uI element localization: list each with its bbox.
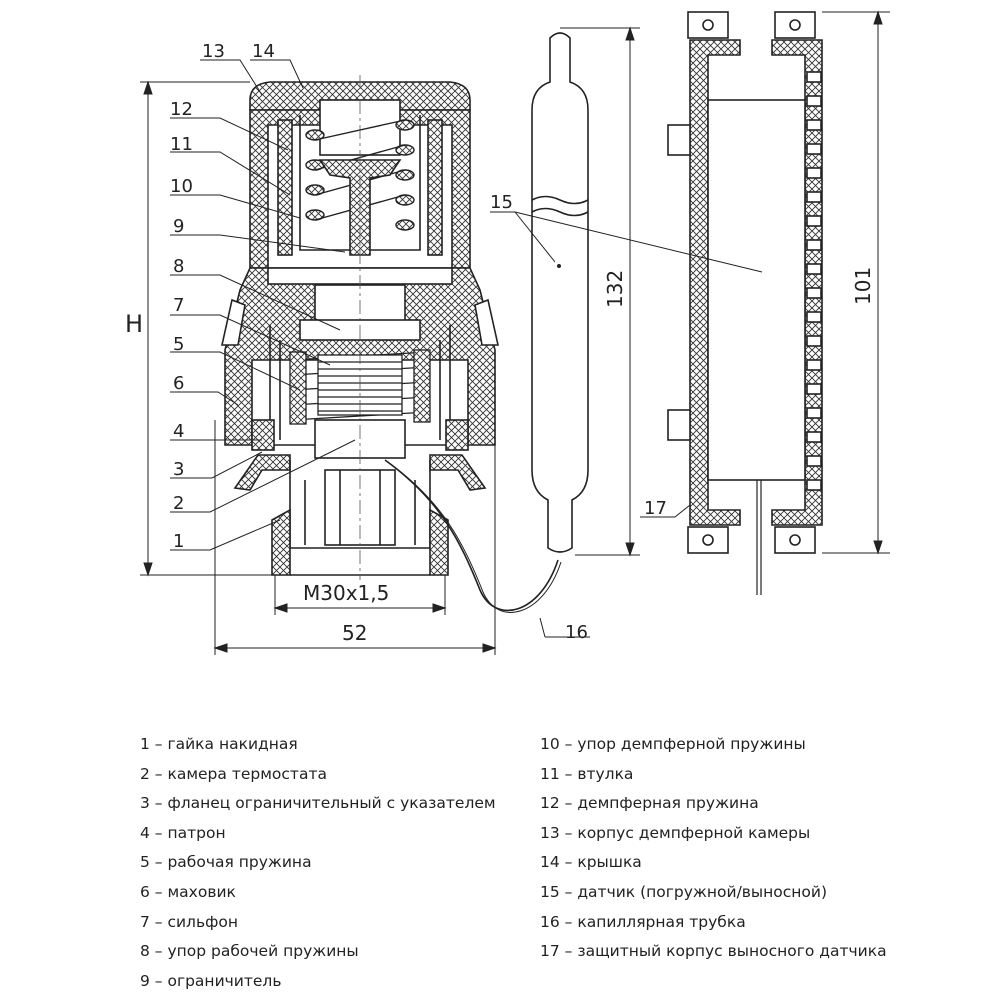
bushing-left-wall bbox=[277, 119, 293, 256]
legend-item: 1 – гайка накидная bbox=[140, 735, 298, 753]
legend-left-column: 1 – гайка накидная 2 – камера термостата… bbox=[140, 730, 496, 996]
width-label: 52 bbox=[342, 621, 367, 645]
leader-lines bbox=[170, 59, 763, 638]
legend-item: 13 – корпус демпферной камеры bbox=[540, 823, 811, 842]
callout-1: 1 bbox=[173, 531, 184, 552]
legend-item: 14 – крышка bbox=[540, 853, 642, 872]
legend-item: 4 – патрон bbox=[140, 823, 226, 842]
remote-sensor-housing bbox=[667, 11, 823, 595]
legend-item: 17 – защитный корпус выносного датчика bbox=[540, 942, 887, 961]
callout-2: 2 bbox=[173, 493, 184, 514]
limiting-flange bbox=[233, 454, 291, 491]
height-label: H bbox=[125, 310, 143, 338]
callout-8: 8 bbox=[173, 256, 184, 277]
legend-item: 7 – сильфон bbox=[140, 912, 238, 931]
legend-item: 11 – втулка bbox=[540, 764, 634, 783]
legend-item: 5 – рабочая пружина bbox=[140, 853, 312, 872]
legend-item: 9 – ограничитель bbox=[140, 971, 282, 990]
thermostat-drawing: 13 14 12 11 10 9 8 7 5 6 4 3 2 1 15 16 1… bbox=[125, 10, 890, 655]
legend-item: 12 – демпферная пружина bbox=[540, 794, 759, 813]
callout-4: 4 bbox=[173, 421, 184, 442]
legend: 1 – гайка накидная 2 – камера термостата… bbox=[0, 720, 1000, 990]
callout-9: 9 bbox=[173, 216, 184, 237]
callout-10: 10 bbox=[170, 176, 193, 197]
housing-length-label: 101 bbox=[851, 267, 875, 305]
legend-item: 16 – капиллярная трубка bbox=[540, 912, 746, 931]
probe-length-label: 132 bbox=[603, 270, 627, 308]
callout-12: 12 bbox=[170, 99, 193, 120]
callout-11: 11 bbox=[170, 134, 193, 155]
callout-14: 14 bbox=[252, 41, 275, 62]
legend-item: 10 – упор демпферной пружины bbox=[540, 735, 806, 753]
callout-15: 15 bbox=[490, 192, 513, 213]
callout-5: 5 bbox=[173, 334, 184, 355]
callout-13: 13 bbox=[202, 41, 225, 62]
damper-spring bbox=[305, 119, 415, 231]
capillary-tube bbox=[384, 459, 559, 612]
probe-sensor bbox=[531, 32, 589, 553]
callout-16: 16 bbox=[565, 622, 588, 643]
callout-7: 7 bbox=[173, 295, 184, 316]
legend-item: 2 – камера термостата bbox=[140, 764, 327, 783]
legend-item: 15 – датчик (погружной/выносной) bbox=[540, 882, 828, 901]
dimension-lines bbox=[140, 10, 890, 655]
callout-17: 17 bbox=[644, 498, 667, 519]
cartridge bbox=[251, 419, 275, 451]
legend-item: 6 – маховик bbox=[140, 882, 236, 901]
callout-6: 6 bbox=[173, 373, 184, 394]
thread-label: M30x1,5 bbox=[303, 581, 389, 605]
callout-3: 3 bbox=[173, 459, 184, 480]
legend-item: 8 – упор рабочей пружины bbox=[140, 942, 359, 961]
legend-item: 3 – фланец ограничительный с указателем bbox=[140, 794, 496, 813]
union-nut bbox=[271, 508, 291, 576]
legend-right-column: 10 – упор демпферной пружины 11 – втулка… bbox=[540, 730, 887, 967]
bushing-right-wall bbox=[427, 119, 443, 256]
